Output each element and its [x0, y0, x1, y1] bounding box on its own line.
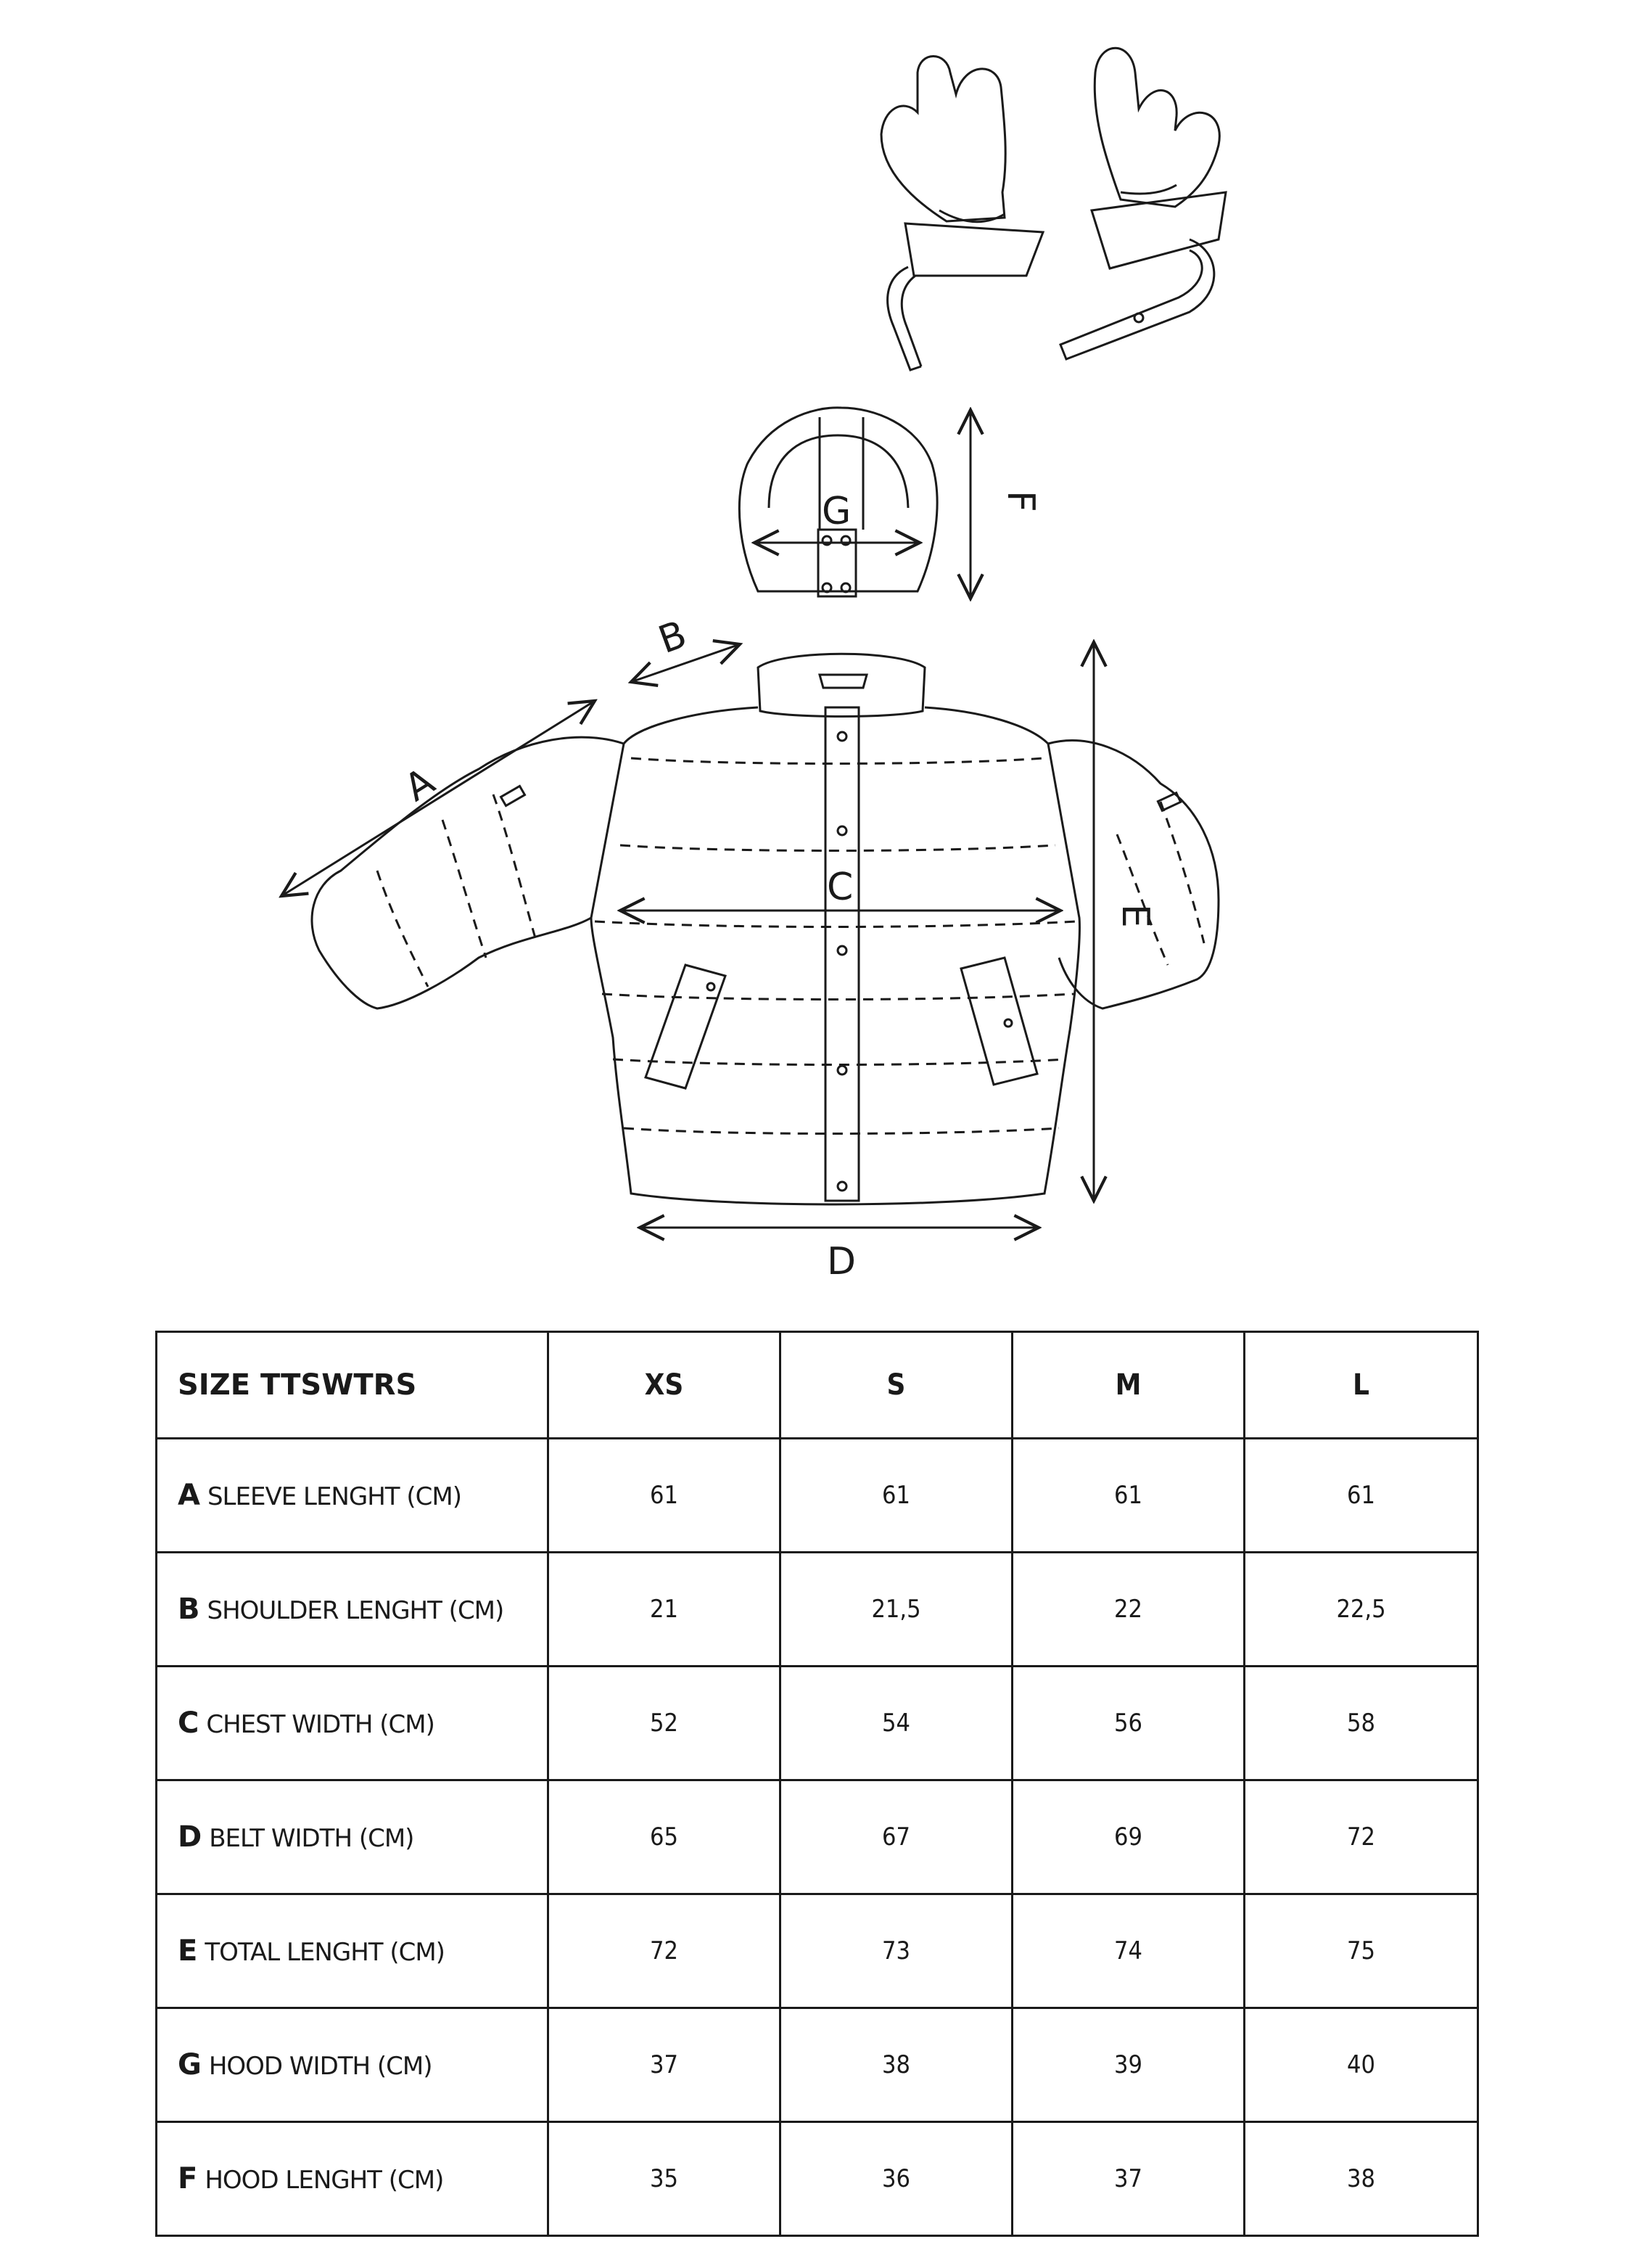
- table-cell: 35: [547, 2121, 781, 2237]
- garment-technical-drawing: G F: [0, 46, 1227, 1283]
- chest-width-letter: C: [827, 866, 853, 909]
- size-header-l: L: [1243, 1331, 1479, 1439]
- table-cell: 61: [547, 1437, 781, 1553]
- table-cell: 58: [1243, 1665, 1479, 1781]
- hood-width-letter: G: [822, 490, 851, 533]
- table-cell: 40: [1243, 2007, 1479, 2123]
- table-header-row: SIZE TTSWTRS XS S M L: [155, 1331, 1479, 1439]
- table-cell: 69: [1011, 1779, 1245, 1895]
- table-cell: 38: [779, 2007, 1013, 2123]
- table-cell: 61: [1011, 1437, 1245, 1553]
- row-letter: B: [178, 1593, 200, 1626]
- table-cell: 22,5: [1243, 1551, 1479, 1667]
- row-letter: E: [178, 1934, 198, 1968]
- row-letter: A: [178, 1479, 200, 1512]
- row-label: TOTAL LENGHT (CM): [205, 1938, 445, 1967]
- row-letter: D: [178, 1820, 202, 1854]
- row-label: CHEST WIDTH (CM): [206, 1710, 435, 1739]
- hood-illustration: [738, 406, 970, 599]
- table-cell: 65: [547, 1779, 781, 1895]
- table-cell: 56: [1011, 1665, 1245, 1781]
- table-cell: 38: [1243, 2121, 1479, 2237]
- shoulder-length-letter: B: [653, 613, 692, 663]
- table-cell: 61: [779, 1437, 1013, 1553]
- table-cell: 72: [1243, 1779, 1479, 1895]
- row-label: BELT WIDTH (CM): [209, 1824, 414, 1853]
- table-cell: 73: [779, 1893, 1013, 2009]
- table-cell: 37: [547, 2007, 781, 2123]
- total-length-letter: E: [1113, 904, 1157, 928]
- hood-length-letter: F: [999, 490, 1042, 512]
- row-letter: G: [178, 2048, 202, 2082]
- table-cell: 54: [779, 1665, 1013, 1781]
- table-cell: 37: [1011, 2121, 1245, 2237]
- row-label: HOOD LENGHT (CM): [205, 2166, 444, 2195]
- size-header-s: S: [779, 1331, 1013, 1439]
- table-cell: 21: [547, 1551, 781, 1667]
- sleeve-length-letter: A: [397, 760, 442, 810]
- left-mitten-illustration: [880, 55, 1045, 371]
- row-letter: F: [178, 2162, 198, 2195]
- table-cell: 67: [779, 1779, 1013, 1895]
- table-cell: 75: [1243, 1893, 1479, 2009]
- table-cell: 52: [547, 1665, 781, 1781]
- size-chart-title: SIZE TTSWTRS: [155, 1331, 549, 1439]
- jacket-illustration: [281, 642, 1220, 1228]
- table-cell: 22: [1011, 1551, 1245, 1667]
- row-letter: C: [178, 1706, 199, 1740]
- size-header-xs: XS: [547, 1331, 781, 1439]
- table-cell: 36: [779, 2121, 1013, 2237]
- table-cell: 61: [1243, 1437, 1479, 1553]
- row-label: SLEEVE LENGHT (CM): [207, 1482, 462, 1511]
- table-cell: 74: [1011, 1893, 1245, 2009]
- table-cell: 72: [547, 1893, 781, 2009]
- row-label: SHOULDER LENGHT (CM): [207, 1596, 505, 1625]
- row-label: HOOD WIDTH (CM): [208, 2052, 433, 2081]
- size-header-m: M: [1011, 1331, 1245, 1439]
- table-cell: 39: [1011, 2007, 1245, 2123]
- right-mitten-illustration: [1059, 46, 1227, 361]
- table-cell: 21,5: [779, 1551, 1013, 1667]
- belt-width-letter: D: [827, 1240, 856, 1283]
